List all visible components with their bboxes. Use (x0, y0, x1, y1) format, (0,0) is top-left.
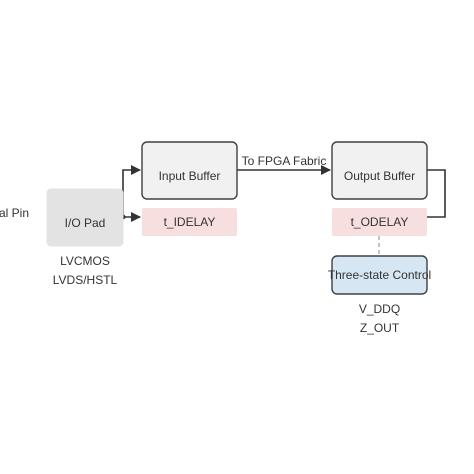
io-pad-box (46, 188, 124, 247)
idelay-label: t_IDELAY (164, 215, 216, 229)
three-state-control-box (331, 255, 428, 295)
pad-to-input-buffer-arrow (122, 165, 141, 217)
output-buffer-label: Output Buffer (344, 169, 415, 183)
output-buffer-node: Output Buffer (331, 141, 428, 200)
control-zout-label: Z_OUT (360, 321, 400, 335)
external-pin-label: al Pin (0, 206, 29, 220)
pad-standard-lvcmos: LVCMOS (60, 254, 110, 268)
odelay-label: t_ODELAY (351, 215, 409, 229)
idelay-box (142, 208, 237, 236)
to-fpga-fabric-label: To FPGA Fabric (242, 154, 327, 168)
odelay-box (332, 208, 427, 236)
three-state-control-label: Three-state Control (328, 268, 431, 282)
pad-standard-lvds-hstl: LVDS/HSTL (53, 273, 118, 287)
input-buffer-node: Input Buffer (141, 141, 238, 200)
three-state-control-node: Three-state Control (328, 255, 431, 295)
io-pad-node: I/O Pad (46, 188, 124, 247)
control-vddq-label: V_DDQ (359, 302, 400, 316)
output-buffer-box (331, 141, 428, 200)
idelay-node: t_IDELAY (142, 208, 237, 236)
input-buffer-box (141, 141, 238, 200)
odelay-node: t_ODELAY (332, 208, 427, 236)
io-pad-label: I/O Pad (65, 216, 106, 230)
input-buffer-label: Input Buffer (159, 169, 221, 183)
